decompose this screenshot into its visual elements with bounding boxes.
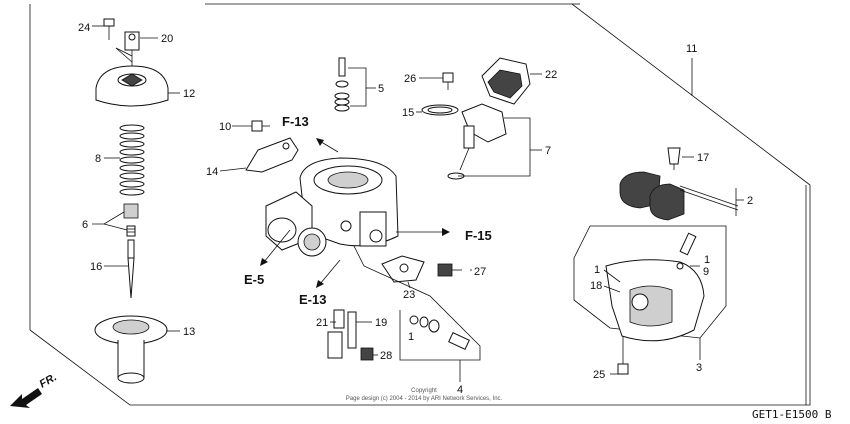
chamber-cover-12[interactable] [95, 65, 169, 107]
ref-f13: F-13 [282, 114, 309, 129]
label-16: 16 [90, 261, 102, 273]
label-11: 11 [686, 43, 697, 55]
top-spring-5[interactable] [334, 57, 350, 112]
label-22: 22 [545, 69, 557, 81]
bracket-14[interactable] [245, 137, 299, 173]
assembly-boundary [29, 3, 811, 406]
label-13: 13 [183, 326, 195, 338]
screw-set-1[interactable] [409, 315, 470, 350]
label-9: 9 [703, 266, 709, 278]
screw-25[interactable] [617, 336, 629, 375]
label-7: 7 [545, 145, 551, 157]
label-6: 6 [82, 219, 88, 231]
label-24: 24 [78, 22, 90, 34]
label-3: 3 [696, 362, 702, 374]
copyright-line: Page design (c) 2004 - 2014 by ARI Netwo… [346, 396, 503, 402]
auto-choke-7[interactable] [447, 103, 507, 180]
screw-10[interactable] [251, 120, 270, 132]
jet-19[interactable] [347, 311, 357, 349]
label-1-b: 1 [594, 264, 600, 276]
ref-e5: E-5 [244, 272, 264, 287]
footer: Copyright Page design (c) 2004 - 2014 by… [346, 388, 832, 421]
float-2[interactable] [619, 171, 739, 221]
label-28: 28 [380, 350, 392, 362]
o-ring-15[interactable] [421, 104, 459, 116]
label-2: 2 [747, 195, 753, 207]
label-10: 10 [219, 121, 231, 133]
label-23: 23 [403, 289, 415, 301]
label-1-a: 1 [704, 254, 710, 266]
screw-26[interactable] [442, 72, 454, 90]
bolt-27[interactable] [437, 263, 462, 277]
carburetor-body[interactable] [265, 157, 399, 257]
front-label: FR. [38, 371, 59, 390]
jet-assembly-21[interactable] [327, 309, 345, 359]
label-17: 17 [697, 152, 709, 164]
jet-needle-16[interactable] [127, 239, 135, 299]
front-arrow-icon [10, 388, 42, 408]
diagram-code: GET1-E1500 B [752, 408, 832, 421]
plug-28[interactable] [360, 347, 374, 361]
label-14: 14 [206, 166, 218, 178]
label-15: 15 [402, 107, 414, 119]
float-valve-17[interactable] [667, 147, 681, 170]
diaphragm-piston-13[interactable] [94, 315, 168, 384]
drain-screw-1[interactable] [679, 232, 697, 256]
leader-lines-center [219, 67, 542, 382]
label-19: 19 [375, 317, 387, 329]
reference-arrows [260, 138, 450, 288]
copyright-title: Copyright [411, 388, 437, 394]
label-20: 20 [161, 33, 173, 45]
spring-8[interactable] [119, 124, 145, 196]
section-reference-labels: F-13 F-15 E-5 E-13 [244, 114, 492, 307]
label-1-c: 1 [408, 331, 414, 343]
label-25: 25 [593, 369, 605, 381]
screw-9[interactable] [676, 262, 684, 270]
bracket-23[interactable] [381, 255, 425, 283]
label-21: 21 [316, 317, 328, 329]
front-direction-arrow: FR. [10, 371, 59, 408]
part-number-labels: 24 20 12 8 6 16 13 10 14 5 26 22 15 7 11… [78, 22, 753, 396]
label-4: 4 [457, 384, 463, 396]
label-27: 27 [474, 266, 486, 278]
ref-f15: F-15 [465, 228, 492, 243]
label-5: 5 [378, 83, 384, 95]
label-8: 8 [95, 153, 101, 165]
screw-24[interactable] [103, 18, 115, 40]
float-chamber-3[interactable] [573, 225, 727, 342]
needle-holder-6[interactable] [123, 203, 139, 237]
leader-lines-left [92, 25, 180, 332]
leader-lines-right [603, 58, 744, 375]
bracket-20[interactable] [115, 31, 140, 72]
label-12: 12 [183, 88, 195, 100]
ref-e13: E-13 [299, 292, 326, 307]
cover-22[interactable] [481, 57, 531, 105]
label-26: 26 [404, 73, 416, 85]
label-18: 18 [590, 280, 602, 292]
